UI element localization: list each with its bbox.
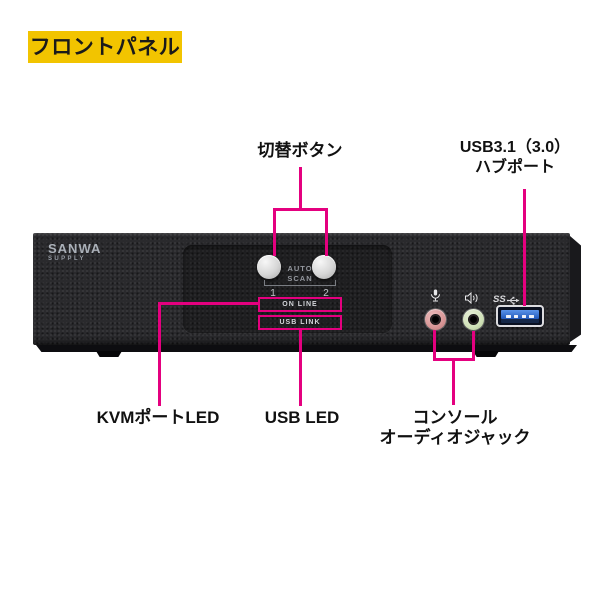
audio-callout-crossbar-line bbox=[433, 358, 475, 361]
section-badge: フロントパネル bbox=[28, 31, 182, 63]
device-base bbox=[36, 345, 577, 352]
switch-callout-drop-line-1 bbox=[273, 208, 276, 256]
usb-led-callout-line bbox=[299, 329, 302, 406]
audio-callout-stem-line bbox=[452, 360, 455, 405]
headphone-jack bbox=[463, 309, 484, 330]
kvm-led-callout-horizontal-line bbox=[158, 302, 260, 305]
select-button-1 bbox=[257, 255, 281, 279]
speaker-icon bbox=[465, 291, 480, 309]
kvm-led-callout-vertical-line bbox=[158, 302, 161, 406]
callout-usb-led-label: USB LED bbox=[264, 408, 340, 427]
callout-kvm-led-label: KVMポートLED bbox=[96, 408, 220, 427]
usb-port-cavity bbox=[501, 319, 539, 323]
online-led-caption: ON LINE bbox=[258, 297, 342, 312]
callout-switch-button-label: 切替ボタン bbox=[257, 141, 343, 160]
device-foot-right bbox=[473, 351, 499, 357]
audio-callout-drop-line-1 bbox=[433, 330, 436, 361]
callout-console-audio-line1: コンソール bbox=[412, 408, 498, 427]
callout-usb-hub-label: USB3.1（3.0） ハブポート bbox=[425, 138, 600, 178]
device-side-face bbox=[570, 236, 581, 342]
switch-callout-stem-line bbox=[299, 167, 302, 210]
brand-name: SANWA bbox=[48, 241, 102, 256]
brand-logo: SANWA SUPPLY bbox=[48, 242, 101, 263]
port-number-1: 1 bbox=[270, 288, 276, 299]
callout-usb-hub-line1: USB3.1（3.0） bbox=[459, 139, 571, 156]
usb-port-tongue bbox=[501, 310, 539, 319]
port-number-2: 2 bbox=[323, 288, 329, 299]
auto-scan-bracket bbox=[264, 280, 336, 286]
microphone-jack bbox=[425, 309, 446, 330]
microphone-jack-hole bbox=[430, 314, 441, 325]
callout-usb-hub-line2: ハブポート bbox=[474, 159, 555, 176]
auto-scan-caption: AUTO SCAN bbox=[284, 264, 316, 283]
audio-callout-drop-line-2 bbox=[472, 331, 475, 361]
brand-subname: SUPPLY bbox=[48, 256, 86, 262]
usb-ss-text: SS bbox=[493, 294, 506, 305]
usb-hub-callout-line bbox=[523, 189, 526, 306]
device-front-panel bbox=[33, 233, 570, 345]
select-button-2 bbox=[312, 255, 336, 279]
callout-console-audio-label: コンソール オーディオジャック bbox=[355, 408, 555, 448]
usb-port-pins bbox=[506, 315, 534, 318]
usb-link-led-caption: USB LINK bbox=[258, 315, 342, 330]
usb3-hub-port bbox=[496, 305, 544, 327]
headphone-jack-hole bbox=[468, 314, 479, 325]
usb-superspeed-icon: SS bbox=[493, 295, 520, 305]
microphone-icon bbox=[430, 289, 441, 307]
device-foot-left bbox=[96, 351, 122, 357]
auto-scan-line1: AUTO bbox=[287, 264, 313, 273]
auto-scan-line2: SCAN bbox=[287, 273, 313, 283]
callout-console-audio-line2: オーディオジャック bbox=[379, 428, 531, 447]
control-panel-recess bbox=[183, 245, 392, 333]
switch-callout-crossbar-line bbox=[273, 208, 328, 211]
switch-callout-drop-line-2 bbox=[325, 208, 328, 256]
